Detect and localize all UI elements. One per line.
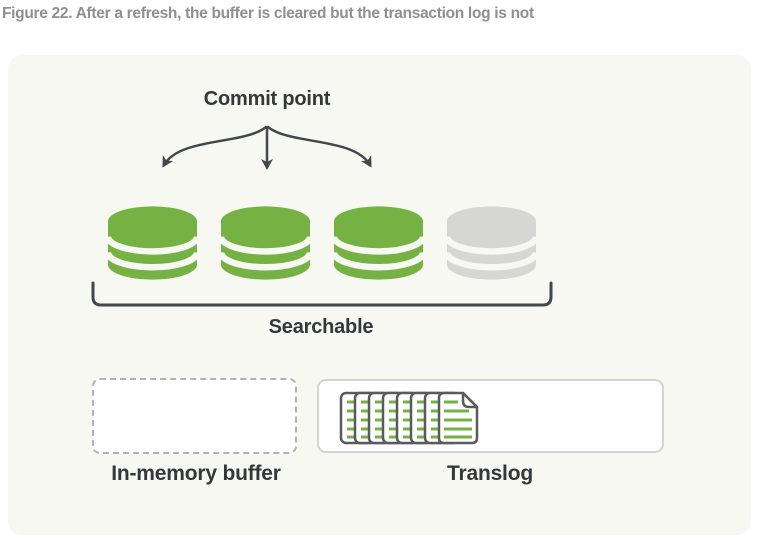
in-memory-buffer-label: In-memory buffer [111,462,281,485]
in-memory-buffer-box [92,378,297,454]
segment-cylinder-uncommitted [443,205,540,286]
segment-cylinder-committed [217,205,314,286]
translog-label: Translog [447,462,533,485]
commit-point-arrows-icon [162,125,372,170]
searchable-bracket-icon [91,281,553,307]
translog-documents-icon [339,391,479,445]
translog-box [317,379,664,453]
commit-point-label: Commit point [203,88,331,110]
segments-row [104,205,540,286]
figure-caption: Figure 22. After a refresh, the buffer i… [2,5,534,22]
segment-cylinder-committed [104,205,201,286]
searchable-label: Searchable [268,316,374,338]
diagram-canvas: Commit point Searchable In-memory buffer… [8,55,751,535]
segment-cylinder-committed [330,205,427,286]
